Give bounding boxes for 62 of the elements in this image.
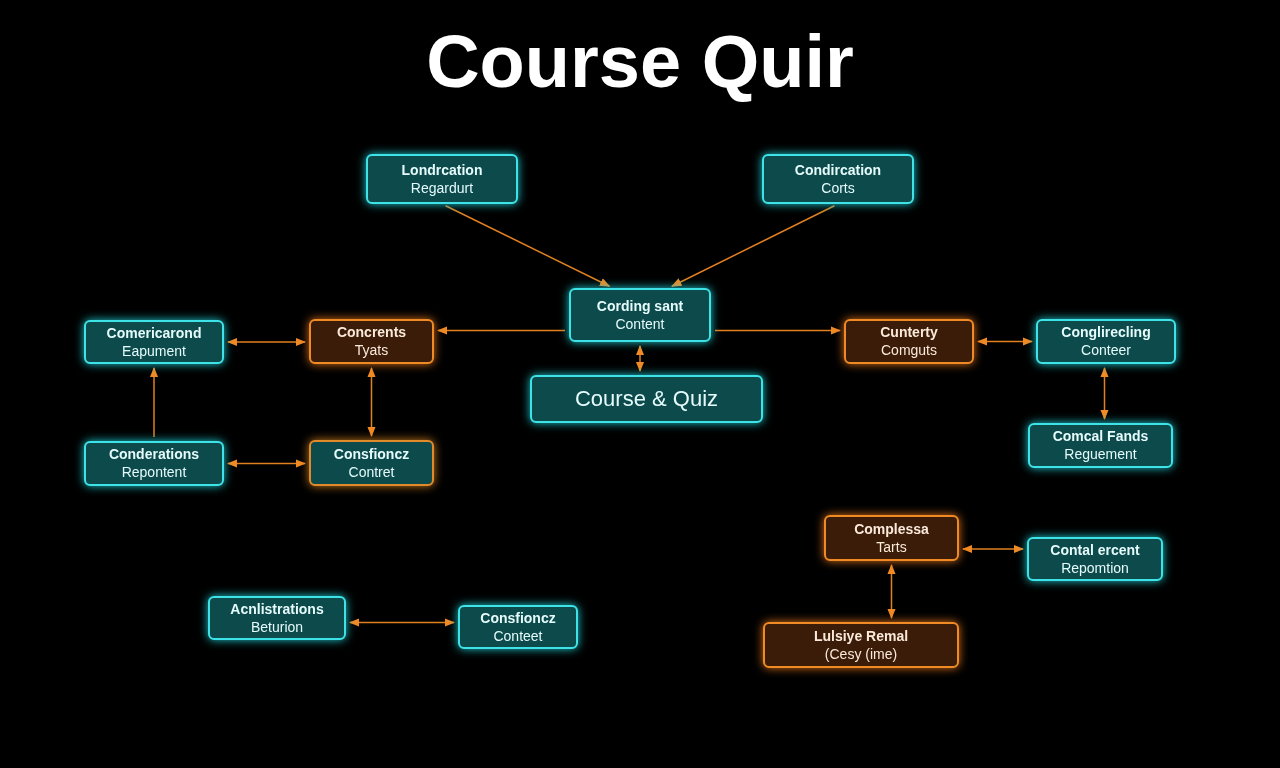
arrow bbox=[444, 205, 611, 287]
box-label: Repontent bbox=[121, 463, 187, 482]
arrow bbox=[887, 563, 896, 620]
process-box bbox=[824, 515, 959, 561]
box-label: Comericarond bbox=[106, 323, 202, 342]
process-box bbox=[1027, 537, 1163, 581]
diagram-title: Course Quir bbox=[425, 20, 855, 104]
box-label: Corts bbox=[821, 178, 855, 198]
arrow bbox=[635, 344, 645, 373]
box-label: Cording sant bbox=[596, 296, 684, 315]
box-label: Cunterty bbox=[880, 323, 938, 341]
arrow bbox=[226, 337, 307, 347]
box-label: Regardurt bbox=[410, 178, 474, 198]
box-label: Eapument bbox=[122, 341, 186, 361]
process-box bbox=[530, 375, 763, 423]
arrow bbox=[226, 459, 307, 468]
box-label: Consfioncz bbox=[480, 608, 556, 627]
process-box bbox=[309, 440, 434, 486]
box-label: Conglirecling bbox=[1061, 323, 1151, 341]
arrow bbox=[1100, 366, 1109, 421]
arrow bbox=[348, 618, 456, 627]
box-label: Conteet bbox=[493, 626, 543, 646]
box-label: Complessa bbox=[854, 519, 929, 538]
box-label: Content bbox=[615, 314, 665, 334]
box-label: Tyats bbox=[354, 341, 389, 360]
process-box bbox=[1036, 319, 1176, 364]
arrow bbox=[714, 326, 842, 335]
box-label: Tarts bbox=[876, 537, 907, 557]
box-label: Contret bbox=[348, 462, 395, 482]
box-label: Conteer bbox=[1081, 341, 1131, 360]
box-label: Concrents bbox=[336, 323, 407, 341]
box-label: Course & Quiz bbox=[574, 386, 719, 412]
box-label: Condircation bbox=[794, 160, 882, 179]
process-box bbox=[1028, 423, 1173, 468]
process-box bbox=[844, 319, 974, 364]
process-box bbox=[762, 154, 914, 204]
arrow bbox=[149, 366, 159, 438]
box-label: Beturion bbox=[250, 617, 304, 637]
box-label: Conderations bbox=[108, 445, 200, 463]
process-box bbox=[84, 320, 224, 364]
arrow bbox=[976, 337, 1034, 346]
box-label: (Cesy (ime) bbox=[824, 644, 898, 664]
box-label: Comguts bbox=[881, 341, 937, 360]
box-label: Acnlistrations bbox=[230, 599, 324, 618]
box-label: Comcal Fands bbox=[1052, 427, 1149, 445]
box-label: Repomtion bbox=[1061, 558, 1129, 578]
process-box bbox=[763, 622, 959, 668]
box-label: Reguement bbox=[1064, 445, 1137, 464]
box-label: Contal ercent bbox=[1050, 540, 1140, 559]
process-box bbox=[366, 154, 518, 204]
box-label: Londrcation bbox=[401, 160, 483, 179]
arrow bbox=[367, 366, 376, 438]
arrow bbox=[671, 205, 836, 287]
process-box bbox=[208, 596, 346, 640]
box-label: Consfioncz bbox=[333, 444, 410, 463]
box-label: Lulsiye Remal bbox=[813, 626, 909, 645]
process-box bbox=[84, 441, 224, 486]
process-box bbox=[458, 605, 578, 649]
arrow bbox=[436, 326, 566, 335]
arrow bbox=[961, 544, 1025, 554]
process-box bbox=[309, 319, 434, 364]
process-box bbox=[569, 288, 711, 342]
